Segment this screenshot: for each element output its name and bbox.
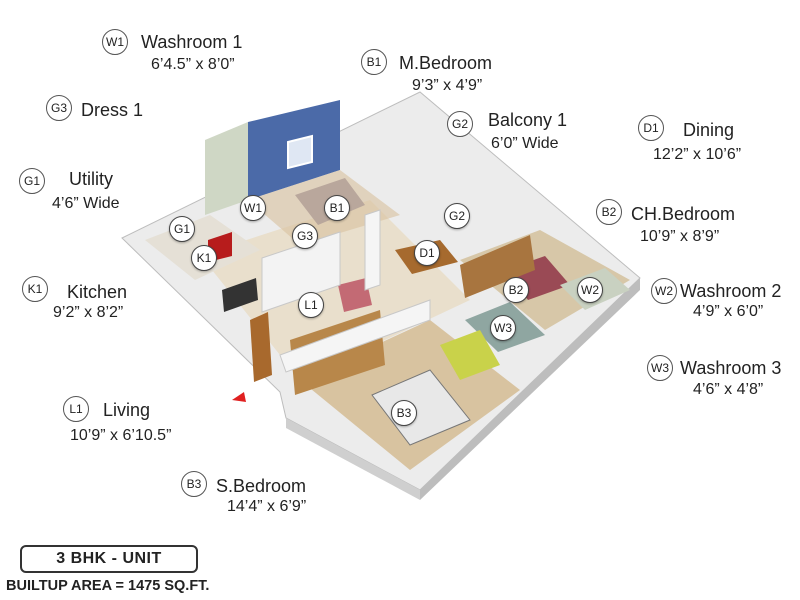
plan-slab-side: [286, 418, 420, 500]
legend-badge-g2: G2: [447, 111, 473, 137]
room-dimension: 9’3” x 4’9”: [412, 77, 483, 94]
room-name: Living: [103, 400, 151, 420]
washroom-1-wall: [205, 122, 248, 215]
legend-badge-b1: B1: [361, 49, 387, 75]
room-dimension: 4’9” x 6’0”: [693, 303, 764, 320]
plan-badge-l1[interactable]: L1: [298, 292, 324, 318]
legend-badge-b3: B3: [181, 471, 207, 497]
room-name: Dining: [683, 120, 735, 140]
plan-badge-g2[interactable]: G2: [444, 203, 470, 229]
plan-badge-b3[interactable]: B3: [391, 400, 417, 426]
room-name: Washroom 3: [680, 358, 782, 378]
room-name: Washroom 1: [141, 32, 243, 52]
room-name: M.Bedroom: [399, 53, 493, 73]
plan-badge-w3[interactable]: W3: [490, 315, 516, 341]
plan-slab-side-right: [420, 278, 640, 500]
bedroom-wardrobe: [460, 235, 535, 298]
room-dimension: 14’4” x 6’9”: [227, 498, 307, 515]
plan-badge-b1[interactable]: B1: [324, 195, 350, 221]
legend-badge-l1: L1: [63, 396, 89, 422]
second-bedroom-headboard: [440, 330, 500, 380]
entry-door: [250, 312, 272, 382]
plan-badge-k1[interactable]: K1: [191, 245, 217, 271]
room-dimension: 10’9” x 6’10.5”: [70, 427, 172, 444]
room-dimension: 10’9” x 8’9”: [640, 228, 720, 245]
plan-badge-b2[interactable]: B2: [503, 277, 529, 303]
room-dimension: 6’0” Wide: [491, 135, 559, 152]
unit-type-label: 3 BHK - UNIT: [20, 545, 198, 573]
builtup-area-label: BUILTUP AREA = 1475 SQ.FT.: [6, 578, 210, 594]
room-dimension: 9’2” x 8’2”: [53, 304, 124, 321]
wall-bedroom-divider: [364, 209, 381, 291]
wall-main-front: [279, 299, 431, 373]
room-name: Balcony 1: [488, 110, 568, 130]
room-dimension: 4’6” x 4’8”: [693, 381, 764, 398]
legend-badge-w1: W1: [102, 29, 128, 55]
legend-badge-d1: D1: [638, 115, 664, 141]
legend-badge-g1: G1: [19, 168, 45, 194]
room-name: Kitchen: [67, 282, 128, 302]
tv-unit: [222, 278, 258, 312]
room-name: CH.Bedroom: [631, 204, 736, 224]
room-dimension: 6’4.5” x 8’0”: [151, 56, 235, 73]
plan-badge-d1[interactable]: D1: [414, 240, 440, 266]
living-armchair: [338, 278, 372, 312]
room-name: Utility: [69, 169, 113, 189]
plan-badge-w2[interactable]: W2: [577, 277, 603, 303]
master-bedroom-window: [287, 134, 313, 170]
plan-badge-w1[interactable]: W1: [240, 195, 266, 221]
plan-badge-g3[interactable]: G3: [292, 223, 318, 249]
legend-badge-b2: B2: [596, 199, 622, 225]
legend-badge-g3: G3: [46, 95, 72, 121]
room-name: S.Bedroom: [216, 476, 307, 496]
room-dimension: 12’2” x 10’6”: [653, 146, 742, 163]
second-bed: [371, 369, 471, 446]
legend-badge-w2: W2: [651, 278, 677, 304]
room-name: Washroom 2: [680, 281, 782, 301]
plan-badge-g1[interactable]: G1: [169, 216, 195, 242]
legend-badge-w3: W3: [647, 355, 673, 381]
legend-badge-k1: K1: [22, 276, 48, 302]
entry-arrow: [232, 392, 246, 402]
room-dimension: 4’6” Wide: [52, 195, 120, 212]
room-name: Dress 1: [81, 100, 144, 120]
